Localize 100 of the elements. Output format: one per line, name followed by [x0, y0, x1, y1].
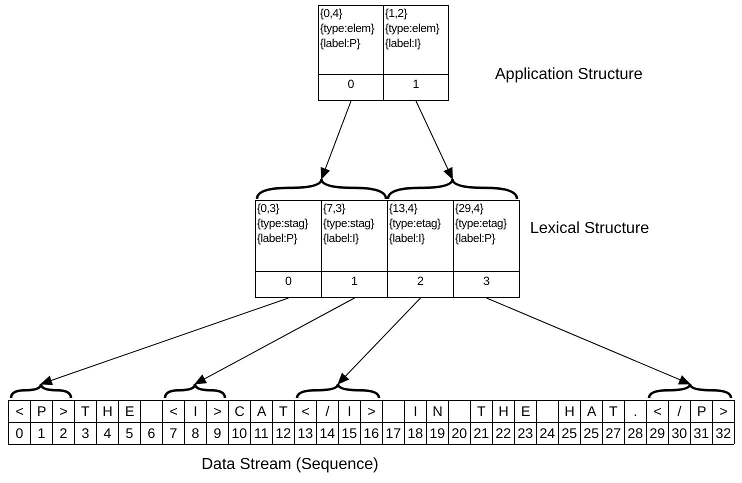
position-number: 17: [386, 425, 402, 441]
field-text: {type:etag}: [455, 217, 507, 232]
character: I: [348, 403, 352, 419]
layer-title: Lexical Structure: [530, 220, 650, 238]
position-number: 8: [192, 425, 200, 441]
position-number: 2: [60, 425, 68, 441]
index-number: 1: [351, 275, 358, 288]
character: <: [654, 403, 662, 419]
index-number: 3: [483, 275, 490, 288]
position-number: 21: [474, 425, 490, 441]
position-number: 6: [148, 425, 156, 441]
field-text: {1,2}: [385, 7, 408, 22]
character: T: [279, 403, 288, 419]
position-number: 25: [584, 425, 600, 441]
arrow: [320, 100, 352, 180]
character: T: [81, 403, 90, 419]
record-column: [318, 5, 384, 101]
position-number: 23: [518, 425, 534, 441]
field-text: {type:stag}: [257, 217, 308, 232]
position-number: 24: [540, 425, 556, 441]
character: P: [697, 403, 706, 419]
position-number: 10: [232, 425, 248, 441]
field-text: {label:I}: [389, 232, 425, 247]
character: C: [234, 403, 245, 419]
position-number: 30: [672, 425, 688, 441]
position-number: 31: [694, 425, 710, 441]
field-text: {label:P}: [455, 232, 496, 247]
position-number: 22: [496, 425, 512, 441]
character: /: [326, 403, 330, 419]
character: <: [16, 403, 24, 419]
arrow: [416, 100, 453, 180]
character: I: [414, 403, 418, 419]
position-number: 3: [82, 425, 90, 441]
position-number: 0: [16, 425, 24, 441]
position-number: 7: [170, 425, 178, 441]
curly-brace: [648, 383, 732, 399]
position-number: 32: [716, 425, 732, 441]
character: <: [302, 403, 310, 419]
character: >: [368, 403, 376, 419]
curly-brace: [164, 383, 226, 399]
field-text: {label:I}: [385, 37, 421, 52]
layer-title: Application Structure: [495, 66, 643, 84]
character: /: [678, 403, 682, 419]
position-number: 5: [126, 425, 134, 441]
record-column: [453, 200, 520, 298]
arrow: [40, 298, 289, 386]
position-number: 11: [254, 425, 269, 441]
index-number: 0: [285, 275, 292, 288]
curly-brace: [387, 178, 518, 200]
arrow: [194, 298, 355, 384]
field-text: {type:elem}: [320, 22, 374, 37]
field-text: {29,4}: [455, 202, 484, 217]
curly-brace: [296, 383, 380, 399]
character: E: [521, 403, 530, 419]
field-text: {label:P}: [320, 37, 360, 52]
character: E: [125, 403, 134, 419]
field-text: {type:etag}: [389, 217, 441, 232]
position-number: 9: [214, 425, 222, 441]
field-text: {13,4}: [389, 202, 418, 217]
position-number: 29: [650, 425, 666, 441]
field-text: {label:I}: [323, 232, 359, 247]
character: A: [587, 403, 596, 419]
character: I: [194, 403, 198, 419]
character: .: [634, 403, 638, 419]
character: H: [498, 403, 509, 419]
position-number: 25: [562, 425, 578, 441]
position-number: 4: [104, 425, 112, 441]
character: >: [214, 403, 222, 419]
curly-brace: [10, 383, 72, 399]
character: T: [609, 403, 618, 419]
layer-title: Data Stream (Sequence): [202, 456, 378, 474]
field-text: {7,3}: [323, 202, 346, 217]
index-number: 2: [417, 275, 424, 288]
character: H: [102, 403, 113, 419]
record-column: [321, 200, 388, 298]
position-number: 19: [430, 425, 446, 441]
character: H: [564, 403, 575, 419]
character: A: [257, 403, 266, 419]
character: N: [432, 403, 443, 419]
position-number: 16: [364, 425, 380, 441]
field-text: {label:P}: [257, 232, 298, 247]
index-number: 1: [412, 78, 420, 91]
position-number: 1: [38, 425, 46, 441]
index-number: 0: [348, 78, 354, 91]
record-column: [387, 200, 454, 298]
position-number: 20: [452, 425, 468, 441]
position-number: 12: [276, 425, 292, 441]
field-text: {type:elem}: [385, 22, 440, 37]
arrow: [486, 298, 691, 384]
position-number: 27: [606, 425, 622, 441]
position-number: 14: [320, 425, 336, 441]
field-text: {type:stag}: [323, 217, 374, 232]
arrow: [337, 298, 421, 385]
character: <: [170, 403, 178, 419]
curly-brace: [256, 178, 387, 200]
position-number: 13: [298, 425, 314, 441]
character: >: [720, 403, 728, 419]
character: P: [37, 403, 46, 419]
position-number: 18: [408, 425, 424, 441]
field-text: {0,3}: [257, 202, 280, 217]
